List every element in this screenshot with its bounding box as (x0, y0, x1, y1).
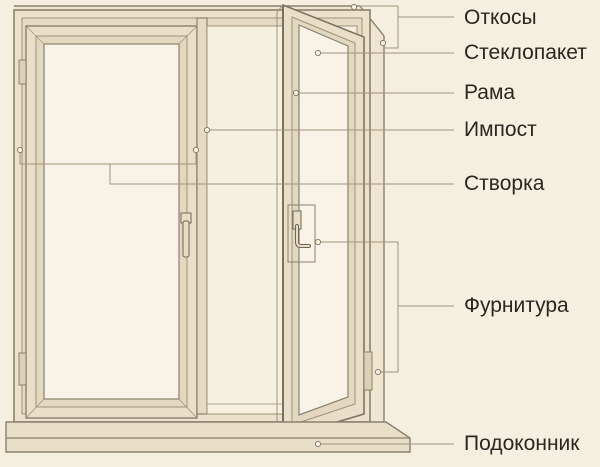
dot-otkosy (350, 3, 358, 11)
label-furnitura: Фурнитура (464, 294, 569, 317)
windowsill (5, 421, 411, 453)
left-sash-miter-tr (178, 25, 198, 45)
impost (196, 17, 208, 415)
dot-furnitura (314, 238, 322, 246)
label-rama: Рама (464, 81, 516, 104)
right-handle-highlight (287, 204, 316, 263)
dot-furnitura-hinge (374, 368, 382, 376)
left-hinge-top (18, 59, 27, 85)
label-podokonnik: Подоконник (464, 432, 580, 455)
left-hinge-bottom (18, 352, 27, 386)
dot-impost (203, 126, 211, 134)
dot-otkosy-2 (379, 39, 387, 47)
leader-furnitura-hinge (378, 306, 399, 373)
leader-furnitura (318, 241, 454, 307)
label-stvorka: Створка (464, 172, 545, 195)
left-sash-miter-br (178, 398, 198, 419)
dot-steklopaket (314, 49, 322, 57)
left-glass (43, 43, 180, 400)
right-sash-thickness-top (276, 4, 284, 13)
label-otkosy: Откосы (464, 6, 537, 29)
right-handle-lever-fill (296, 225, 310, 247)
left-sash-miter-bl (25, 398, 45, 419)
left-handle-lever (182, 220, 190, 258)
dot-rama (292, 89, 300, 97)
label-steklopaket: Стеклопакет (464, 41, 587, 64)
dot-podokonnik (314, 440, 322, 448)
dot-stvorka-left (16, 146, 24, 154)
right-hinge (363, 351, 373, 391)
label-impost: Импост (464, 118, 537, 141)
leader-stvorka-right (110, 152, 197, 165)
right-glass (298, 24, 349, 416)
left-sash-miter-tl (25, 25, 45, 45)
dot-stvorka-right (192, 146, 200, 154)
